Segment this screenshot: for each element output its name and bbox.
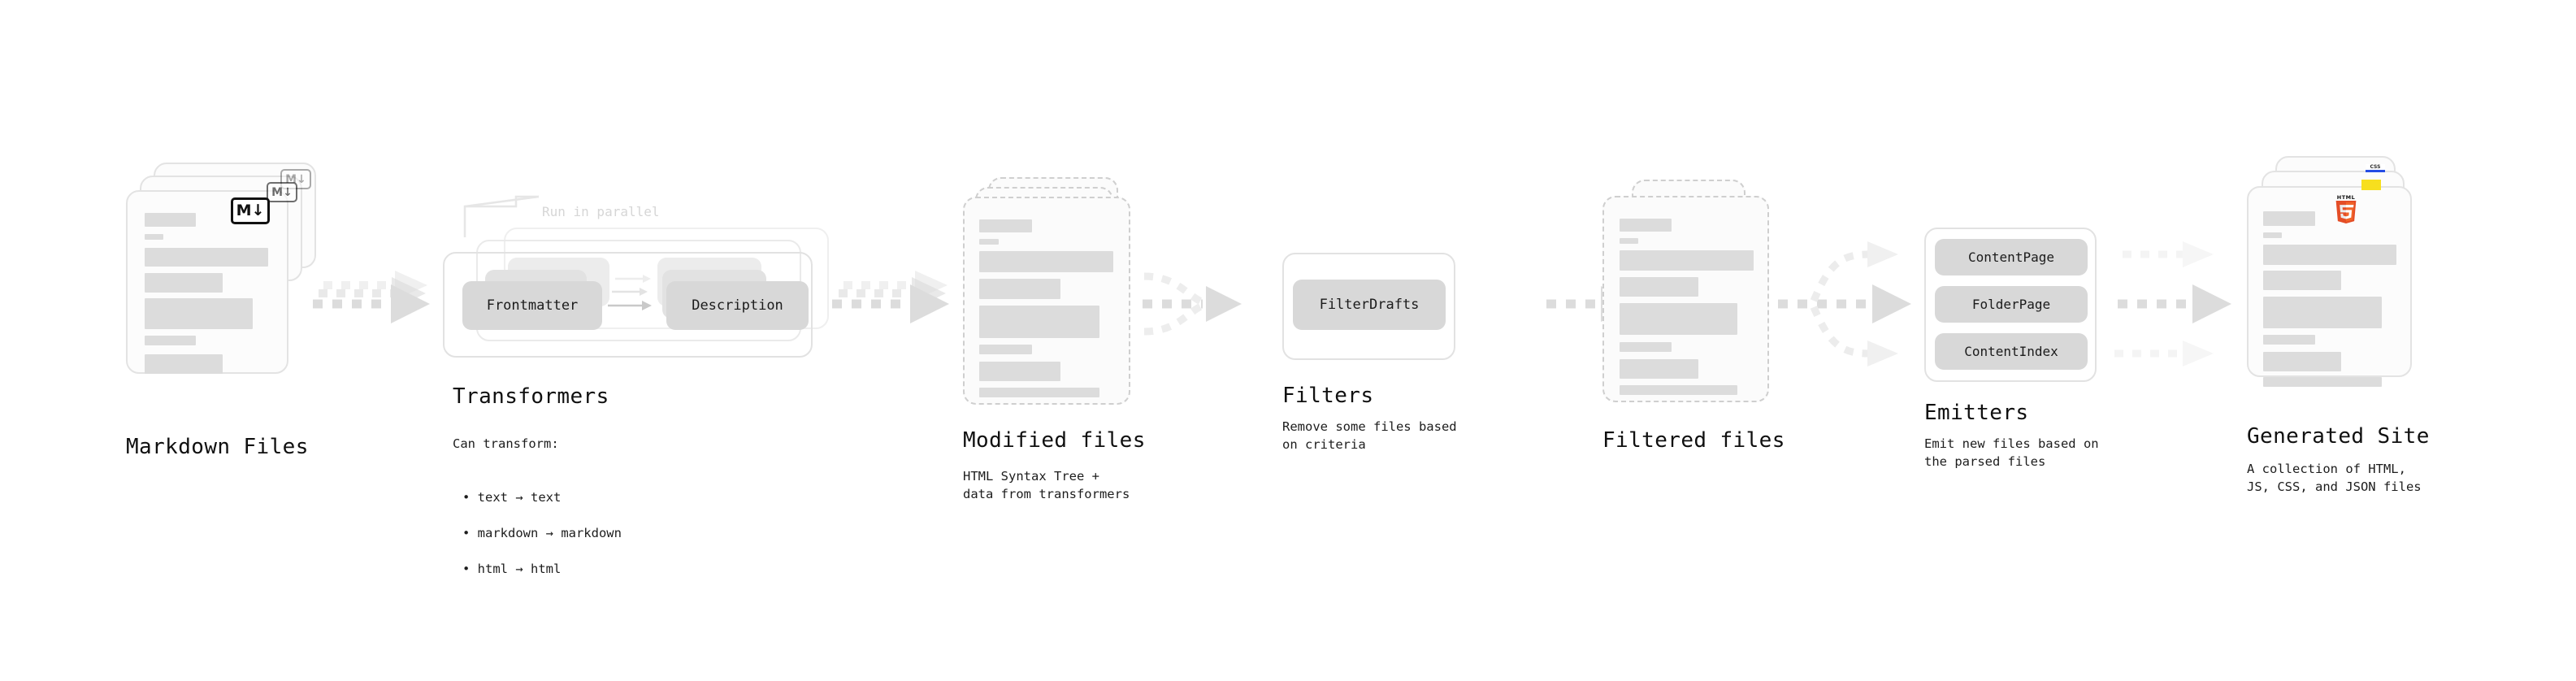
transformers-subtitle-lead: Can transform: xyxy=(453,436,559,451)
generated-site-stack: CSS HTML xyxy=(2247,156,2474,424)
generated-site-subtitle: A collection of HTML, JS, CSS, and JSON … xyxy=(2247,462,2422,494)
transformers-box-front xyxy=(443,252,813,358)
markdown-files-stack: M↓ M↓ M↓ xyxy=(126,163,337,423)
transformers-title: Transformers xyxy=(453,384,609,409)
run-in-parallel-note: Run in parallel xyxy=(542,204,660,219)
generated-site-title: Generated Site xyxy=(2247,424,2430,449)
site-card-body xyxy=(2249,188,2410,387)
transformers-bullet-1: • markdown → markdown xyxy=(462,526,622,540)
html5-badge: HTML xyxy=(2334,194,2358,223)
modified-files-subtitle: HTML Syntax Tree + data from transformer… xyxy=(963,469,1130,501)
transformers-bullet-0: • text → text xyxy=(462,490,562,505)
markdown-card-body xyxy=(128,192,287,374)
html5-shield-icon xyxy=(2335,201,2357,223)
markdown-badge: M↓ xyxy=(231,197,270,224)
filterdrafts-chip[interactable]: FilterDrafts xyxy=(1293,280,1446,330)
filters-title: Filters xyxy=(1282,384,1374,408)
modified-files-stack xyxy=(963,177,1150,429)
html5-badge-label: HTML xyxy=(2336,194,2356,201)
arrow-emitters-to-site xyxy=(2114,241,2231,367)
css-badge-bar xyxy=(2366,170,2385,172)
arrow-transformers-to-modified xyxy=(832,271,949,323)
modified-card-body xyxy=(965,198,1129,403)
css-badge: CSS xyxy=(2366,164,2385,173)
emitters-subtitle: Emit new files based on the parsed files xyxy=(1924,436,2099,469)
markdown-files-title: Markdown Files xyxy=(126,435,309,459)
transformers-subtitle: Can transform: • text → text • markdown … xyxy=(453,417,622,614)
css-badge-label: CSS xyxy=(2370,164,2381,170)
transformers-bullet-list: • text → text • markdown → markdown • ht… xyxy=(453,471,622,596)
filtered-files-title: Filtered files xyxy=(1602,428,1785,453)
modified-files-title: Modified files xyxy=(963,428,1146,453)
folderpage-chip[interactable]: FolderPage xyxy=(1935,286,2088,323)
emitters-group: ContentPage FolderPage ContentIndex xyxy=(1924,228,2103,386)
modified-card-front xyxy=(963,197,1130,405)
description-chip[interactable]: Description xyxy=(666,281,809,330)
emitters-box xyxy=(1924,228,2097,382)
transformers-bullet-2: • html → html xyxy=(462,562,562,576)
markdown-badge-back-1: M↓ xyxy=(267,182,297,202)
transformers-group: Frontmatter Description xyxy=(443,207,841,370)
filters-box xyxy=(1282,253,1455,360)
markdown-card-front xyxy=(126,190,288,374)
contentpage-chip[interactable]: ContentPage xyxy=(1935,239,2088,275)
js-badge xyxy=(2361,180,2381,190)
emitters-title: Emitters xyxy=(1924,401,2029,425)
filtered-files-stack xyxy=(1602,180,1789,432)
filters-group: FilterDrafts xyxy=(1282,253,1457,362)
site-card-front xyxy=(2247,186,2412,387)
filtered-card-front xyxy=(1602,196,1769,402)
filtered-card-body xyxy=(1604,197,1767,401)
contentindex-chip[interactable]: ContentIndex xyxy=(1935,333,2088,370)
arrow-modified-to-filters xyxy=(1143,272,1242,336)
arrow-filtered-to-emitters xyxy=(1778,241,1911,367)
frontmatter-chip[interactable]: Frontmatter xyxy=(462,281,602,330)
filters-subtitle: Remove some files based on criteria xyxy=(1282,419,1457,452)
